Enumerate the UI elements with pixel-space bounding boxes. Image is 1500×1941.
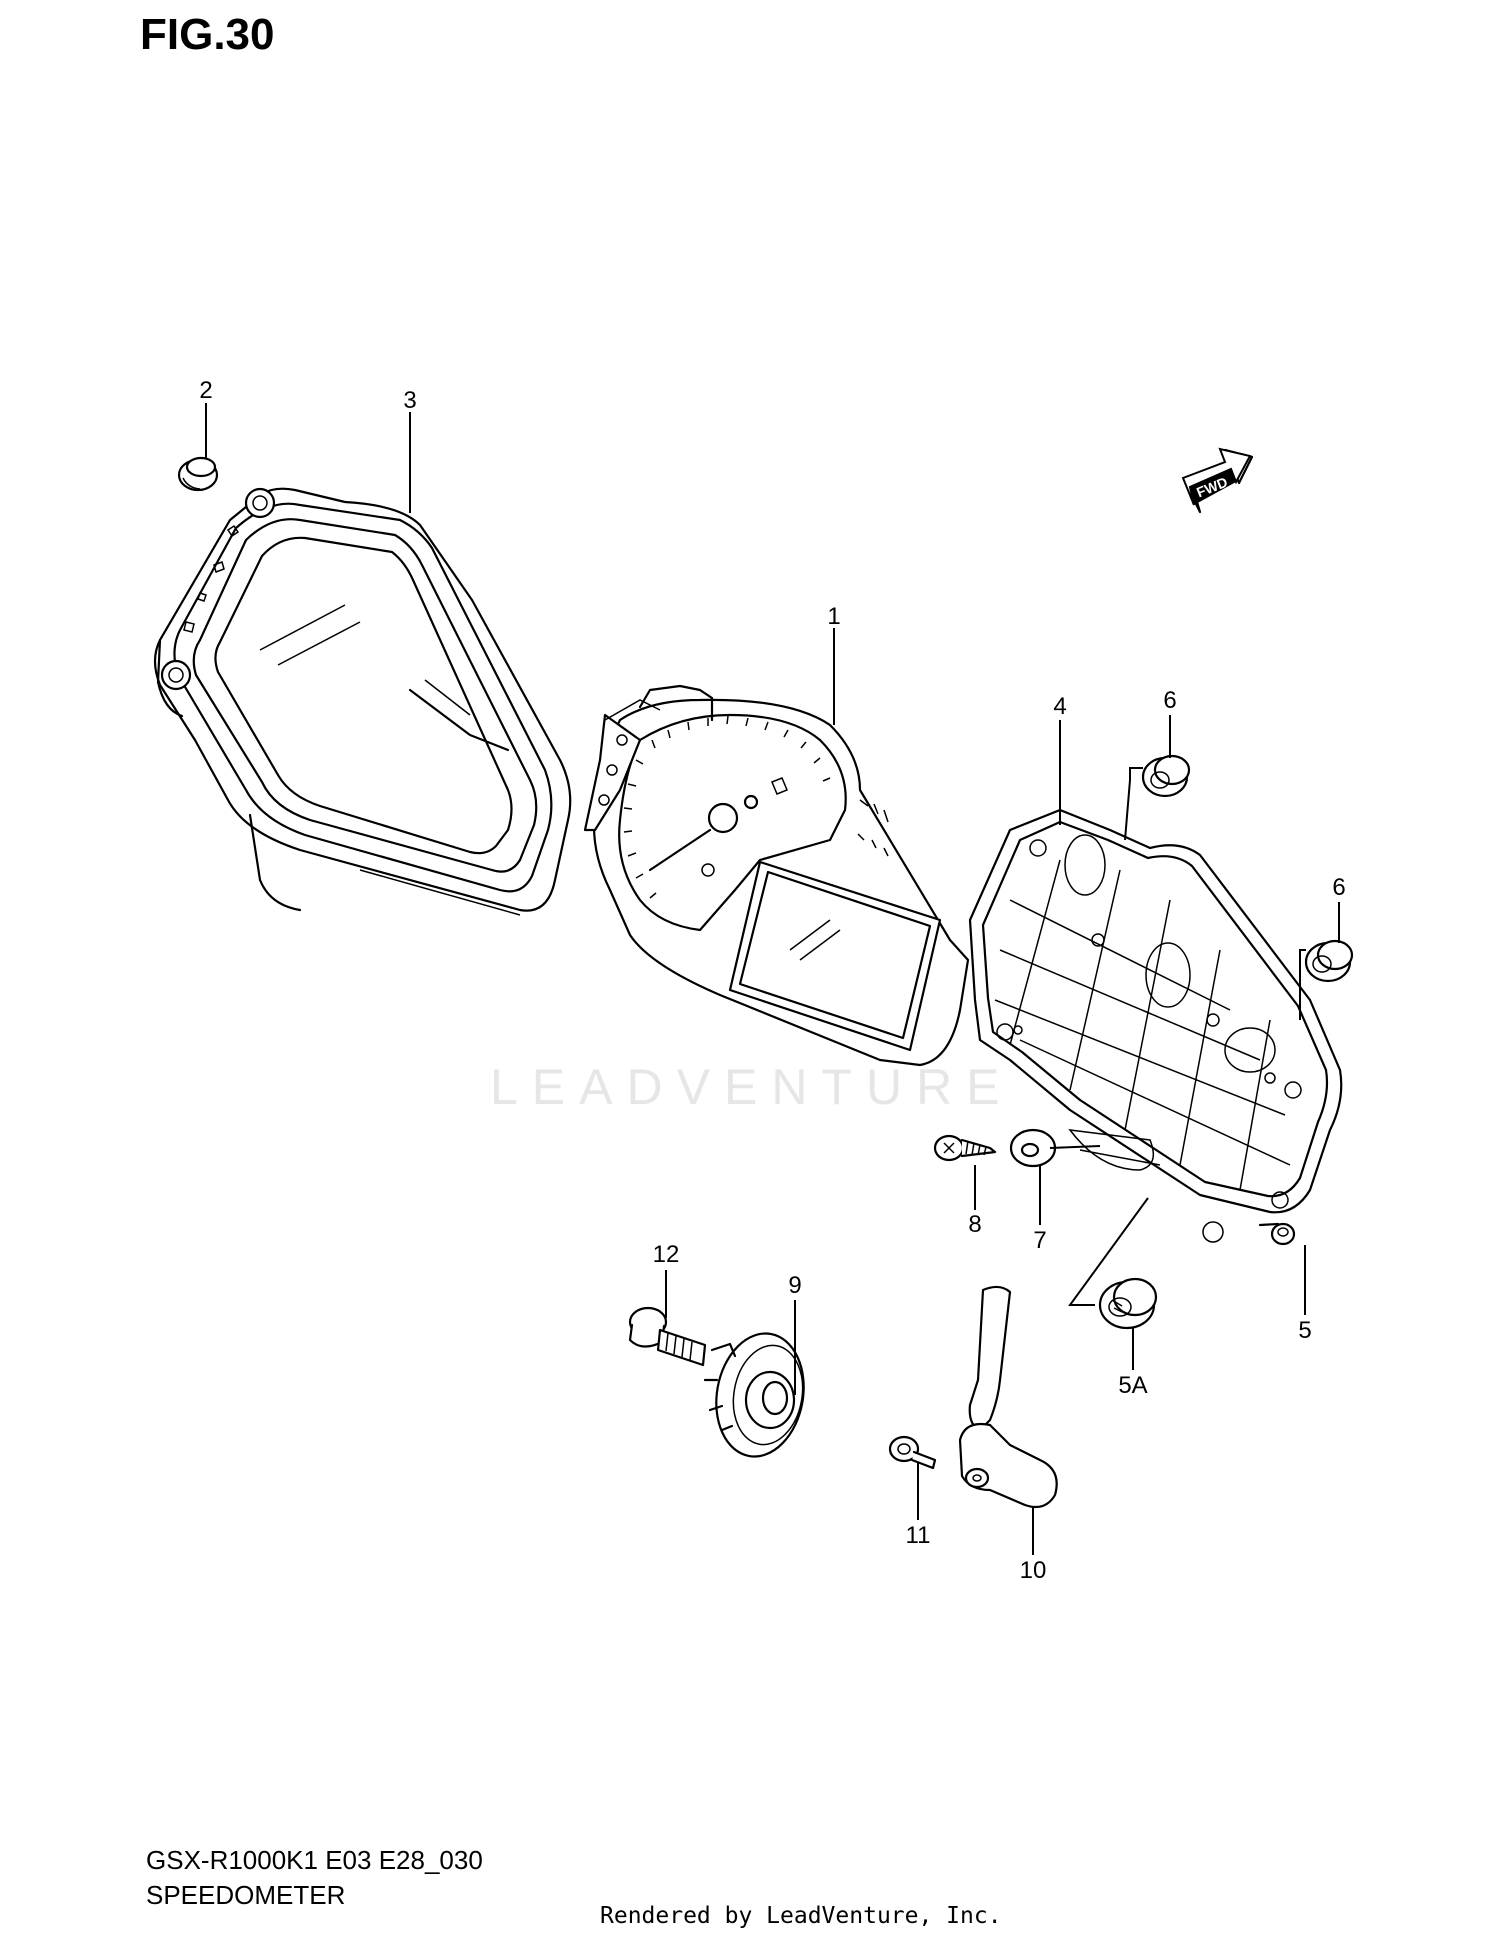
callout-5a: 5A — [1118, 1372, 1147, 1399]
part-2-cap — [177, 456, 219, 492]
figure-title: FIG.30 — [140, 10, 275, 59]
callout-7: 7 — [1033, 1227, 1046, 1254]
callout-6-upper: 6 — [1163, 687, 1176, 714]
callout-9: 9 — [788, 1272, 801, 1299]
part-6-grommet-right — [1304, 939, 1354, 983]
diagram-subtitle: SPEEDOMETER — [146, 1880, 346, 1910]
callout-4: 4 — [1053, 693, 1066, 720]
callout-11: 11 — [906, 1522, 931, 1549]
part-5a-grommet — [1098, 1277, 1158, 1330]
part-11-bolt — [888, 1435, 937, 1470]
callout-3: 3 — [403, 387, 416, 414]
part-5-screw — [1258, 1222, 1296, 1246]
part-1-speedometer-assembly — [583, 684, 970, 1067]
part-10-speed-sensor — [958, 1285, 1058, 1509]
watermark: LEADVENTURE — [490, 1059, 1014, 1115]
part-9-sensor-rotor — [703, 1332, 805, 1458]
render-credit: Rendered by LeadVenture, Inc. — [600, 1903, 1002, 1929]
callout-12: 12 — [653, 1241, 680, 1268]
diagram-code: GSX-R1000K1 E03 E28_030 — [146, 1845, 483, 1875]
part-12-bolt — [628, 1306, 707, 1367]
callout-8: 8 — [968, 1211, 981, 1238]
callout-5: 5 — [1298, 1317, 1311, 1344]
callout-6-right: 6 — [1332, 874, 1345, 901]
part-4-meter-housing — [968, 808, 1343, 1243]
part-6-grommet-upper — [1141, 754, 1191, 798]
part-7-washer — [1009, 1128, 1057, 1168]
part-8-screw — [933, 1134, 997, 1162]
callout-1: 1 — [827, 603, 840, 630]
part-3-meter-cover — [153, 487, 572, 916]
callout-2: 2 — [199, 377, 212, 404]
callout-10: 10 — [1020, 1557, 1047, 1584]
fwd-arrow-icon: FWD — [1181, 447, 1254, 514]
leader-lines — [205, 403, 1340, 1555]
